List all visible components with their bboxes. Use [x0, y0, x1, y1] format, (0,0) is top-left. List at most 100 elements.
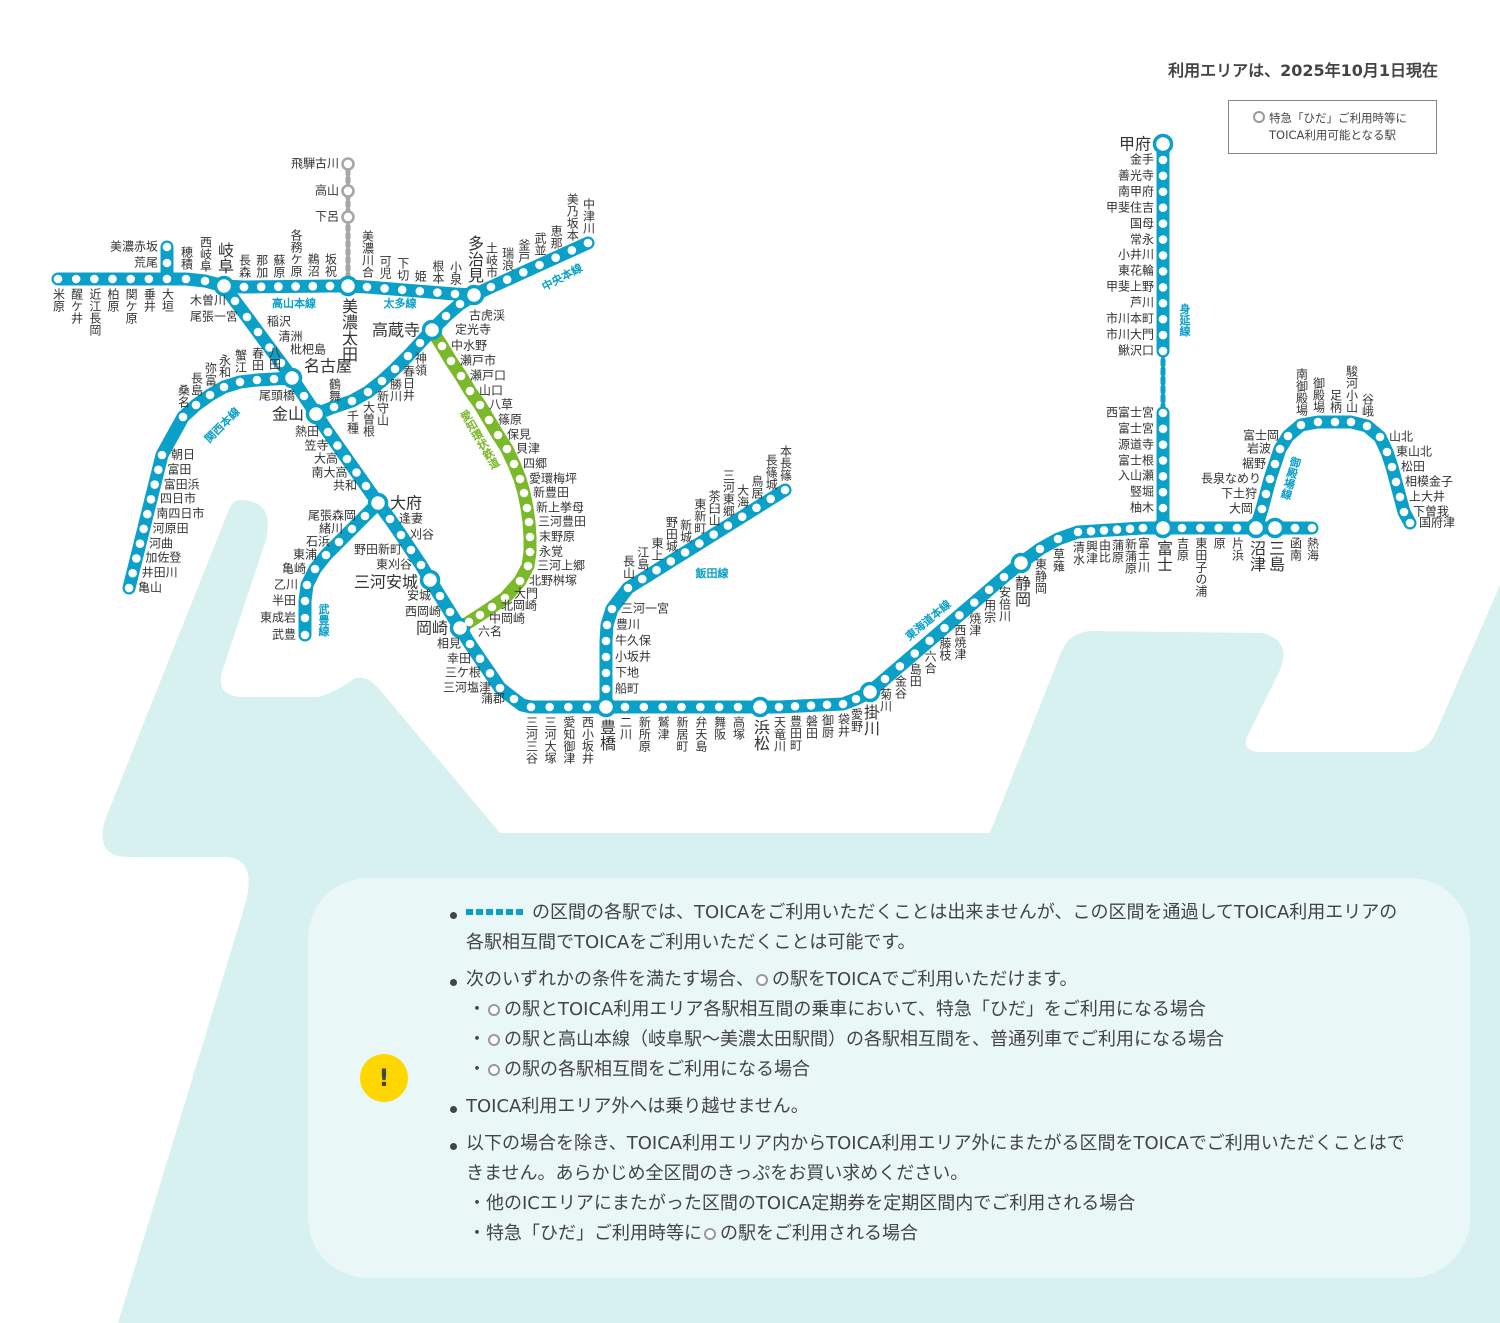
station-marker [441, 311, 451, 321]
grey-hollow-circle-icon [488, 1064, 500, 1076]
station-label: 愛知御津 [561, 716, 576, 764]
station-marker [733, 702, 743, 712]
station-label: 千種 [345, 410, 360, 434]
station-label: 乙川 [273, 577, 298, 592]
station-marker [1158, 487, 1168, 497]
station-marker [851, 694, 861, 704]
station-label: 富士 [1154, 540, 1173, 572]
station-label: 笠寺 [304, 438, 329, 452]
station-marker [433, 288, 442, 297]
grey-hollow-circle-icon [704, 1228, 716, 1240]
station-marker [132, 554, 141, 563]
station-label: 野田新町 [353, 542, 402, 557]
station-marker [1158, 283, 1168, 292]
station-label: 六合 [923, 649, 938, 674]
station-marker [323, 427, 333, 437]
station-label: 刈谷 [410, 527, 435, 542]
station-label: 根本 [430, 259, 445, 284]
station-label: 小坂井 [615, 649, 652, 664]
station-label: 蒲郡 [480, 691, 505, 706]
station-marker [1158, 235, 1168, 244]
station-label: 西岡崎 [404, 604, 441, 619]
major-station-marker [337, 275, 359, 297]
station-marker [1177, 523, 1187, 533]
station-marker [955, 610, 964, 620]
station-marker [1158, 298, 1168, 308]
station-label: 那加 [254, 253, 269, 278]
station-label: 西岐阜 [198, 236, 213, 272]
station-marker [397, 285, 407, 295]
note-3-text: TOICA利用エリア外へは乗り越せません。 [466, 1096, 809, 1117]
station-label: 釜戸 [516, 239, 531, 264]
station-marker [380, 284, 389, 293]
station-label: 飛騨古川 [290, 156, 339, 171]
line-name-aikan: 愛知環状鉄道 [457, 407, 502, 472]
sub-text: の駅をご利用される場合 [720, 1223, 918, 1244]
major-station-marker [463, 284, 485, 306]
station-marker [495, 683, 505, 693]
station-label: 市川本町 [1105, 311, 1154, 326]
station-marker [790, 701, 800, 711]
station-label: 永和 [217, 354, 232, 378]
station-marker [1158, 346, 1168, 356]
station-marker [242, 312, 252, 322]
station-marker [396, 530, 406, 540]
station-label: 緒川 [318, 521, 343, 536]
station-marker [1086, 526, 1096, 536]
station-marker [299, 391, 309, 401]
station-label: 三河大塚 [543, 716, 558, 764]
station-label: 函南 [1288, 537, 1303, 561]
grey-hollow-circle-icon [1253, 111, 1265, 123]
station-label: 高蔵寺 [371, 320, 420, 340]
station-marker [124, 583, 134, 593]
station-label: 岡崎 [415, 618, 448, 638]
station-label: 蘇原 [271, 253, 286, 278]
station-marker [475, 654, 485, 663]
station-marker [334, 537, 344, 547]
station-marker [607, 604, 617, 614]
station-label: 熱海 [1305, 537, 1320, 561]
station-marker [601, 636, 611, 646]
station-label: 江島 [635, 546, 650, 571]
station-marker [1158, 424, 1168, 434]
station-label: 甲斐上野 [1105, 279, 1154, 294]
major-station-marker [1264, 517, 1286, 539]
station-label: 三河安城 [353, 572, 418, 592]
station-marker [1073, 527, 1083, 537]
sub-text: の駅とTOICA利用エリア各駅相互間の乗車において、特急「ひだ」をご利用になる場… [504, 999, 1206, 1020]
station-label: 穂積 [179, 246, 194, 270]
station-marker [677, 702, 686, 712]
station-marker [205, 390, 215, 400]
station-marker [484, 415, 494, 425]
station-label: 新蒲原 [1123, 537, 1138, 574]
station-label: 尾張一宮 [189, 309, 238, 324]
legend-line1: 特急「ひだ」ご利用時等に [1269, 111, 1407, 125]
station-label: 駿河小山 [1344, 365, 1359, 413]
station-marker [465, 386, 475, 396]
station-label: 勝川 [388, 378, 403, 402]
station-marker [253, 327, 263, 337]
major-station-marker [595, 696, 617, 718]
station-marker [450, 289, 460, 299]
major-station-marker [421, 319, 443, 341]
station-label: 下呂 [314, 209, 339, 224]
station-label: 菊川 [878, 688, 893, 712]
station-label: 入山瀬 [1117, 468, 1154, 483]
station-label: 鶴舞 [327, 378, 342, 402]
station-marker [291, 282, 300, 291]
station-marker [1035, 544, 1045, 554]
station-marker [235, 377, 245, 387]
station-label: 安倍川 [997, 586, 1012, 622]
station-marker [1158, 155, 1168, 165]
grey-hollow-circle-icon [488, 1004, 500, 1016]
station-marker [1158, 330, 1168, 340]
station-label: 春田 [250, 347, 265, 371]
station-marker [895, 661, 905, 671]
station-marker [515, 474, 525, 484]
station-marker [486, 282, 496, 292]
station-label: 南大高 [311, 465, 348, 479]
station-marker [162, 258, 172, 268]
station-marker [1158, 267, 1168, 276]
station-label: 四郷 [523, 456, 548, 471]
